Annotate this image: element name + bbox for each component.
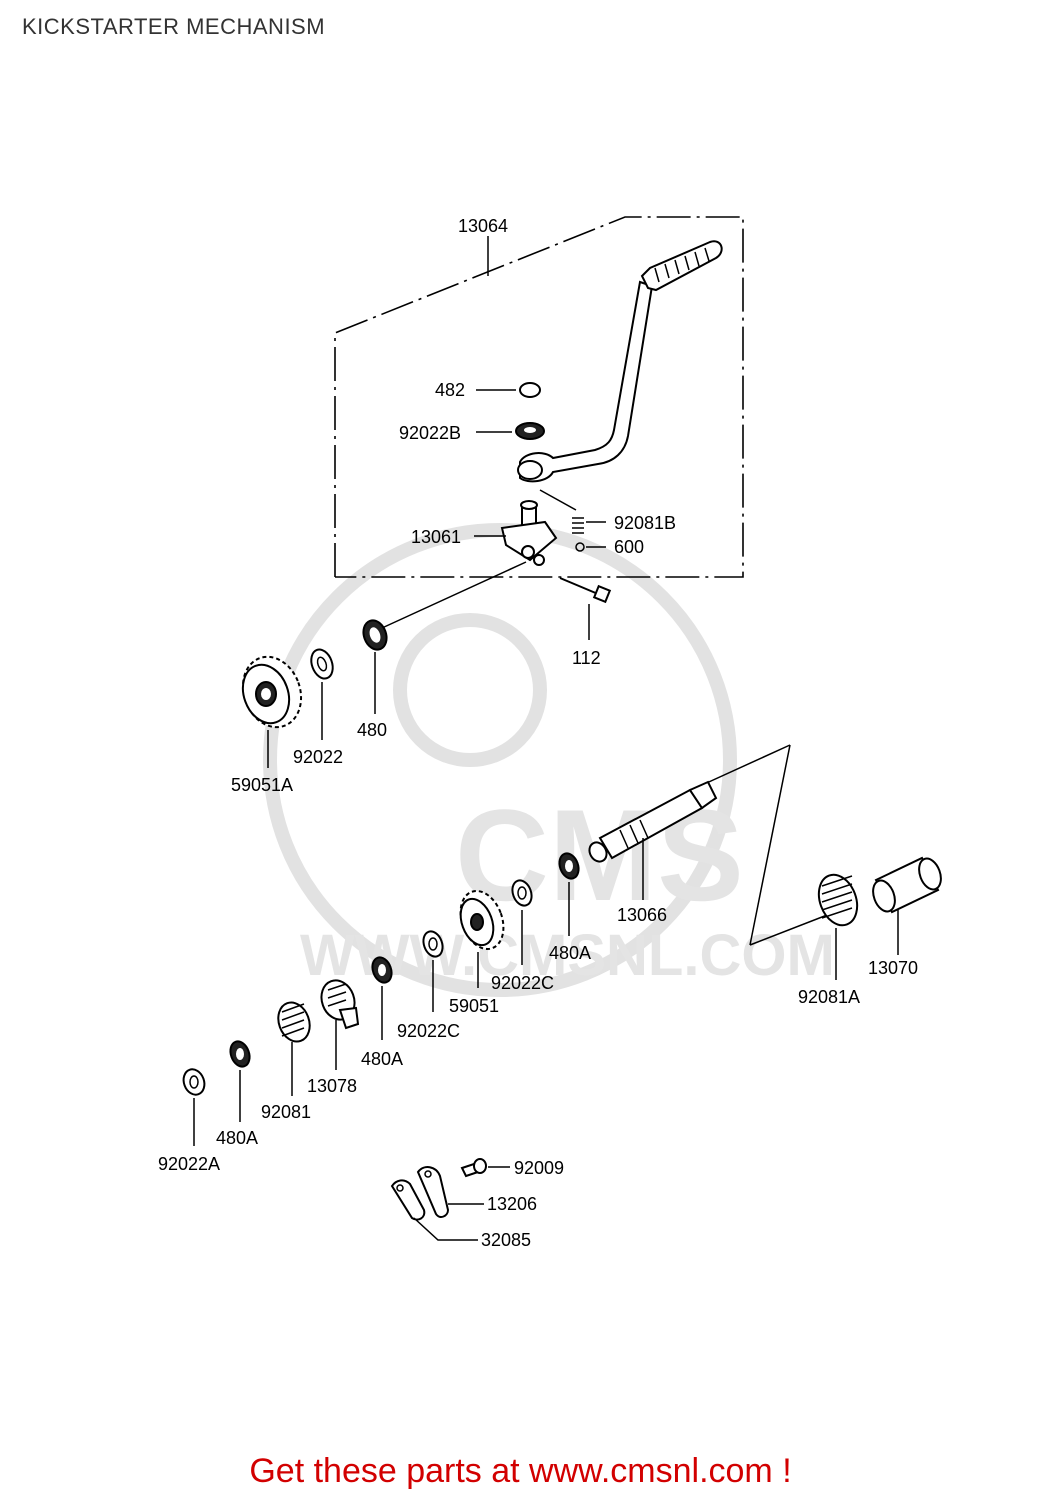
label-13066: 13066 xyxy=(617,905,667,925)
guide-13206-icon xyxy=(416,1166,484,1218)
cms-watermark: CMS WWW.CMSNL.COM xyxy=(263,523,835,997)
label-92081: 92081 xyxy=(261,1102,311,1122)
label-480: 480 xyxy=(357,720,387,740)
screw-92009-icon xyxy=(460,1158,510,1178)
kick-lever xyxy=(517,240,723,483)
oil-seal-480A-top-icon xyxy=(558,852,580,936)
washer-92022-icon xyxy=(310,648,334,740)
label-59051A: 59051A xyxy=(231,775,293,795)
label-480A-low: 480A xyxy=(216,1128,258,1148)
circlip-482-icon xyxy=(476,382,541,398)
label-482: 482 xyxy=(435,380,465,400)
label-32085: 32085 xyxy=(481,1230,531,1250)
washer-92022C-top-icon xyxy=(511,879,533,965)
gear-59051-icon xyxy=(459,889,505,988)
footer-link[interactable]: Get these parts at www.cmsnl.com ! xyxy=(249,1452,792,1490)
label-13206: 13206 xyxy=(487,1194,537,1214)
label-112: 112 xyxy=(572,648,601,668)
page-title: KICKSTARTER MECHANISM xyxy=(22,14,326,39)
label-59051: 59051 xyxy=(449,996,499,1016)
washer-92022B-icon xyxy=(476,422,545,440)
ratchet-13078-icon xyxy=(320,979,360,1070)
washer-92022C-low-icon xyxy=(422,930,444,1012)
kick-lever-assembly-box xyxy=(334,216,744,578)
collar-13070-icon xyxy=(872,856,942,955)
plate-32085-icon xyxy=(390,1179,478,1241)
kick-shaft-13066 xyxy=(588,744,841,946)
label-13064: 13064 xyxy=(458,216,508,236)
washer-92022A-icon xyxy=(182,1068,206,1146)
kick-boss-13061 xyxy=(381,500,558,629)
label-13061: 13061 xyxy=(411,527,461,547)
gear-59051A-icon xyxy=(241,655,303,768)
label-480A-top: 480A xyxy=(549,943,591,963)
label-600: 600 xyxy=(614,537,644,557)
part-labels: 13064 482 92022B 92081B 13061 600 112 48… xyxy=(158,216,918,1250)
spring-92081A-icon xyxy=(817,873,859,980)
oil-seal-480A-low-icon xyxy=(229,1040,251,1122)
label-92009: 92009 xyxy=(514,1158,564,1178)
oil-seal-480-icon xyxy=(362,619,388,714)
label-92022A: 92022A xyxy=(158,1154,220,1174)
label-92022: 92022 xyxy=(293,747,343,767)
label-13078: 13078 xyxy=(307,1076,357,1096)
label-92022C-low: 92022C xyxy=(397,1021,460,1041)
spring-92081B-icon xyxy=(539,489,606,534)
spring-92081-icon xyxy=(277,1001,311,1096)
label-92022C-top: 92022C xyxy=(491,973,554,993)
ball-600-icon xyxy=(575,542,606,552)
label-92081A: 92081A xyxy=(798,987,860,1007)
label-480A-mid: 480A xyxy=(361,1049,403,1069)
bolt-112-icon xyxy=(559,577,612,640)
label-92022B: 92022B xyxy=(399,423,461,443)
parts-diagram: CMS WWW.CMSNL.COM xyxy=(158,216,942,1250)
label-13070: 13070 xyxy=(868,958,918,978)
oil-seal-480A-mid-icon xyxy=(371,956,393,1040)
label-92081B: 92081B xyxy=(614,513,676,533)
